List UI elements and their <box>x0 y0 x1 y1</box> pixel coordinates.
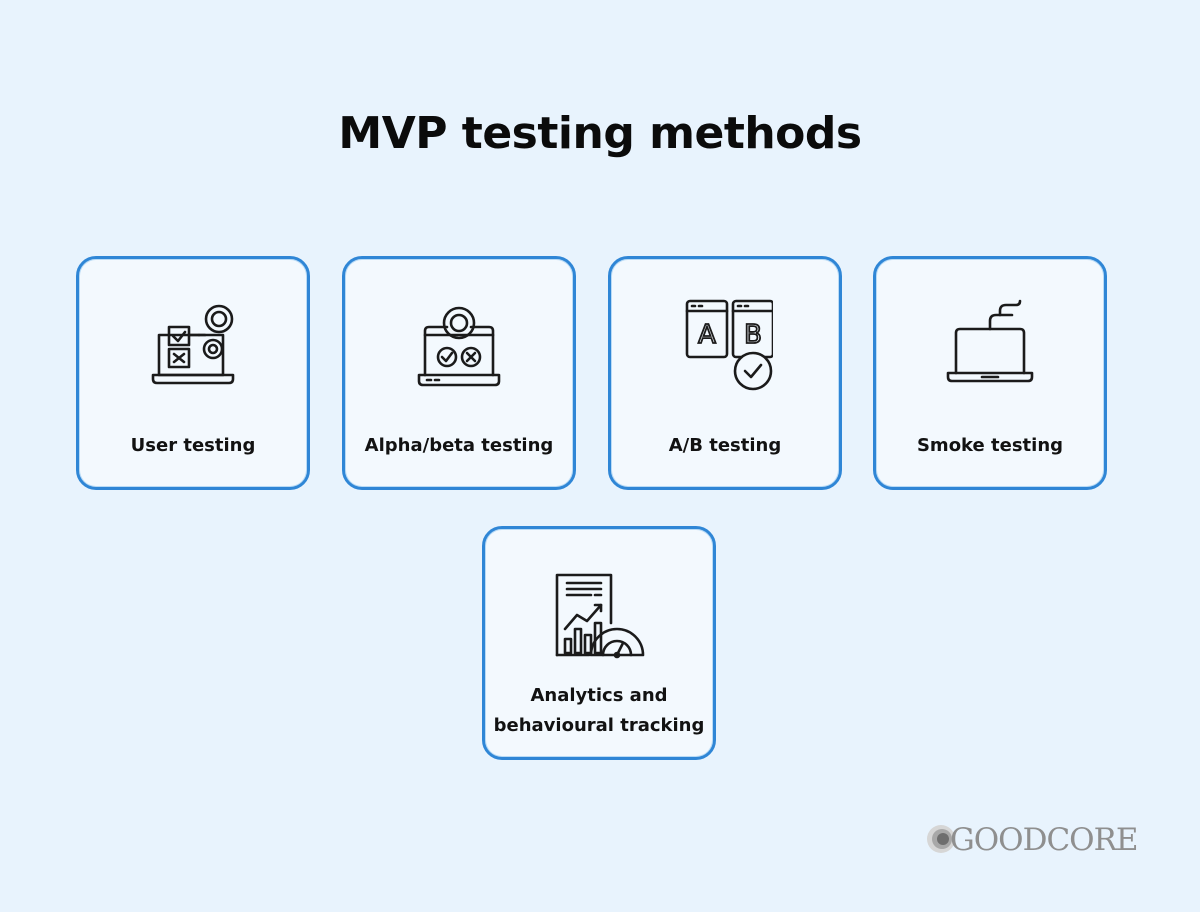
analytics-report-icon <box>551 569 647 665</box>
user-testing-icon <box>145 299 241 395</box>
alpha-beta-laptop-icon <box>411 299 507 395</box>
method-card-ab-testing: A B A/B testing <box>608 256 842 490</box>
card-label: Analytics and behavioural tracking <box>493 685 705 736</box>
smoking-laptop-icon <box>942 299 1038 395</box>
method-card-user-testing: User testing <box>76 256 310 490</box>
method-card-smoke-testing: Smoke testing <box>873 256 1107 490</box>
card-label: Alpha/beta testing <box>364 435 554 456</box>
logo-text: GOODCORE <box>950 822 1139 858</box>
card-label: User testing <box>130 435 256 456</box>
letter-a-glyph: A <box>698 320 716 350</box>
goodcore-mark-icon <box>927 825 955 853</box>
card-label: A/B testing <box>668 435 782 456</box>
card-label: Smoke testing <box>916 435 1064 456</box>
method-card-analytics-tracking: Analytics and behavioural tracking <box>482 526 716 760</box>
ab-windows-icon: A B <box>677 299 773 395</box>
goodcore-logo: GOODCORE <box>926 822 1139 858</box>
page-title: MVP testing methods <box>338 108 862 159</box>
letter-b-glyph: B <box>744 320 762 350</box>
method-card-alpha-beta-testing: Alpha/beta testing <box>342 256 576 490</box>
